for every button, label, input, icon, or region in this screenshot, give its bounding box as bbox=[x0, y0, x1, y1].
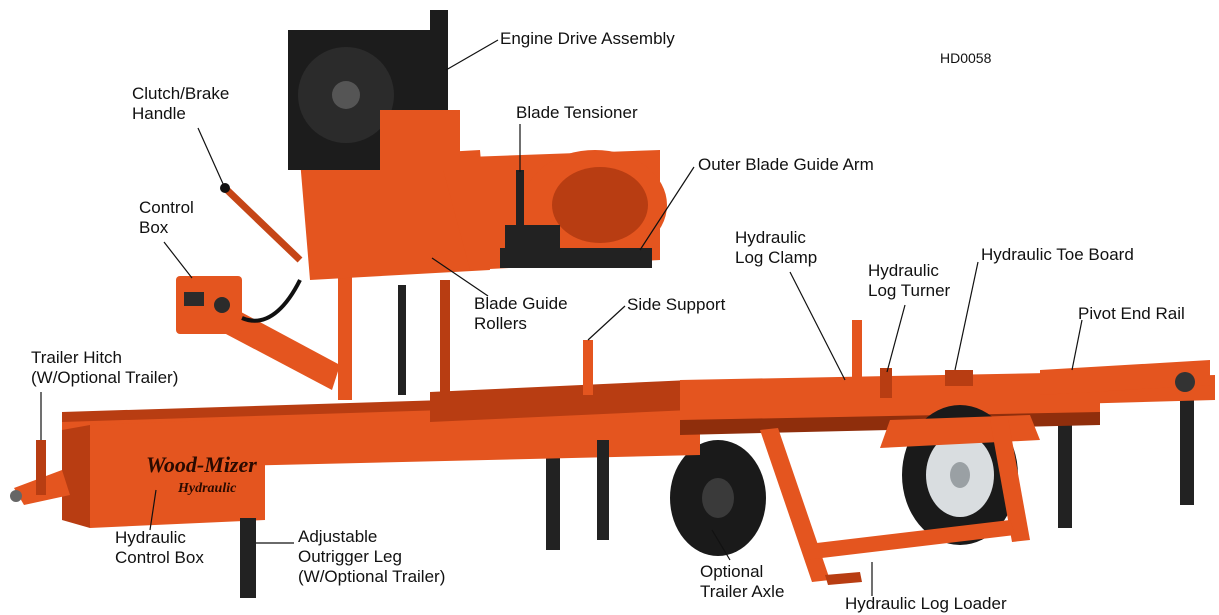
log-loader-foot bbox=[825, 572, 862, 585]
mast-post-right bbox=[440, 280, 450, 395]
bed-crossbar bbox=[430, 380, 690, 422]
hydraulic-hose bbox=[241, 279, 302, 323]
fender bbox=[880, 415, 1040, 448]
log-loader-crossbar bbox=[800, 520, 1015, 560]
engine-flywheel-hub bbox=[332, 81, 360, 109]
blade-guide-rollers bbox=[505, 225, 560, 253]
trailer-hub bbox=[950, 462, 970, 488]
label-hydraulic-log-loader: Hydraulic Log Loader bbox=[845, 594, 1007, 613]
figure-code: HD0058 bbox=[940, 50, 992, 66]
mast-post-center bbox=[398, 285, 406, 395]
front-leg bbox=[597, 440, 609, 540]
clutch-brake-handle bbox=[222, 185, 303, 263]
control-box bbox=[176, 276, 242, 334]
hydraulic-toe-board bbox=[945, 370, 973, 386]
control-box-dial bbox=[214, 297, 230, 313]
hydraulic-log-clamp-post bbox=[852, 320, 862, 390]
hydraulic-control-box-side bbox=[62, 425, 90, 528]
log-loader-arm bbox=[990, 418, 1030, 542]
carriage-frame bbox=[300, 150, 490, 280]
engine-mount bbox=[380, 110, 460, 170]
log-loader-arm bbox=[760, 428, 830, 582]
label-side-support: Side Support bbox=[627, 295, 726, 314]
blade-wheel-cover-rim bbox=[552, 167, 648, 243]
label-outer-blade-guide-arm: Outer Blade Guide Arm bbox=[698, 155, 874, 174]
rear-leg bbox=[546, 440, 560, 550]
hydraulic-control-box-housing bbox=[90, 418, 265, 528]
rear-leg bbox=[1058, 420, 1072, 528]
trailer-hitch-ball bbox=[10, 490, 22, 502]
blade-tensioner-rod bbox=[516, 170, 524, 230]
control-box-panel bbox=[184, 292, 204, 306]
optional-trailer-axle-hub bbox=[702, 478, 734, 518]
brand-logo: Wood-Mizer bbox=[146, 452, 257, 477]
label-trailer-hitch: Trailer Hitch(W/Optional Trailer) bbox=[31, 348, 179, 387]
engine-exhaust bbox=[430, 10, 448, 70]
side-support bbox=[583, 340, 593, 395]
label-pivot-end-rail: Pivot End Rail bbox=[1078, 304, 1185, 323]
brand-logo-sub: Hydraulic bbox=[177, 481, 237, 496]
rear-leg bbox=[1180, 390, 1194, 505]
clutch-brake-handle-knob bbox=[220, 183, 230, 193]
mast-post-left bbox=[338, 265, 352, 400]
label-blade-tensioner: Blade Tensioner bbox=[516, 103, 638, 122]
pivot-end-rail-wheel bbox=[1175, 372, 1195, 392]
label-hydraulic-toe-board: Hydraulic Toe Board bbox=[981, 245, 1134, 264]
trailer-hitch-jack bbox=[36, 440, 46, 495]
hydraulic-log-turner bbox=[880, 368, 892, 398]
label-engine-drive-assembly: Engine Drive Assembly bbox=[500, 29, 675, 48]
outrigger-leg bbox=[240, 518, 256, 598]
